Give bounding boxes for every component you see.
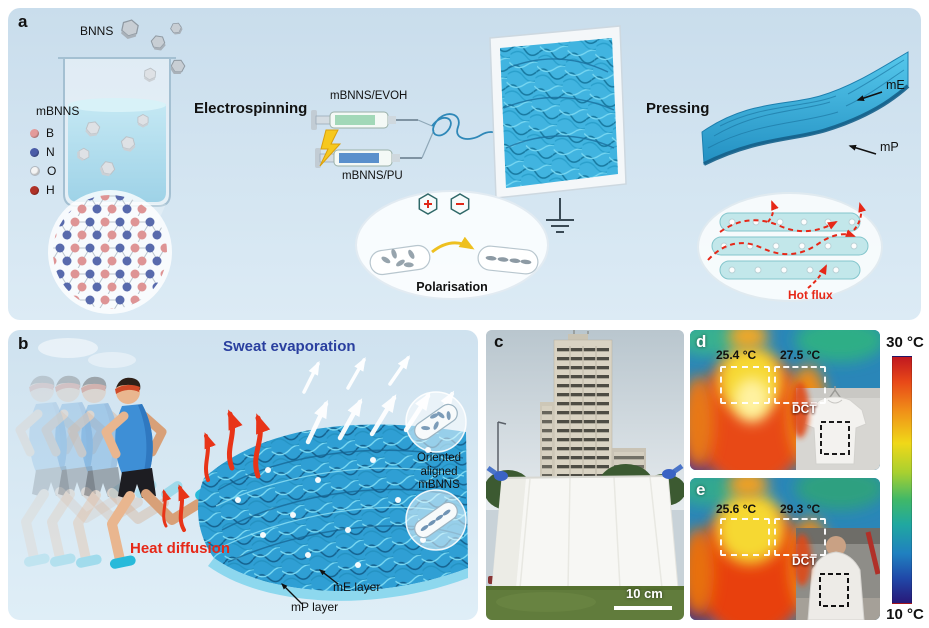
electrospinning-label: Electrospinning: [194, 100, 308, 117]
tshirt-photo-inset: [791, 382, 880, 470]
mp-label: mP: [880, 140, 899, 154]
panel-d-letter: d: [696, 332, 707, 351]
panel-b-graphic: [8, 338, 468, 605]
membrane-illustration: [701, 51, 910, 166]
panel-e-letter: e: [696, 480, 706, 499]
panel-b-letter: b: [18, 334, 29, 353]
panel-d-thermal-dct: d 25.4 °C 27.5 °C DCT: [690, 330, 880, 470]
dct-label: DCT: [792, 402, 817, 416]
syringes-illustration: [311, 110, 504, 168]
heat-arrows: [162, 409, 271, 532]
panel-a-graphic: [48, 17, 910, 314]
panel-c-letter: c: [494, 332, 504, 351]
beaker-illustration: [58, 17, 187, 207]
dct-label: DCT: [792, 554, 817, 568]
mp-layer-arrow: [281, 583, 303, 605]
cloud-shape: [38, 338, 98, 358]
boron-atom-icon: [30, 128, 39, 138]
legend-row-nitrogen: N: [30, 145, 56, 159]
me-layer-arrow: [318, 569, 339, 585]
panel-b-mechanism: b Sweat evaporation Heat diffusion Orien…: [8, 330, 478, 620]
scale-bar: [614, 606, 672, 610]
hanger: [827, 386, 843, 401]
person-tshirt: [807, 551, 865, 620]
legend-row-boron: B: [30, 126, 56, 140]
white-textile-sheet: [491, 475, 679, 589]
scale-label: 10 cm: [626, 586, 663, 601]
hydrogen-label: H: [46, 183, 55, 197]
colorbar-max-label: 30 °C: [886, 334, 924, 351]
lightning-icon: [319, 129, 342, 167]
cloud-shape: [88, 352, 136, 368]
bnns-lattice-inset: [48, 190, 172, 314]
nitrogen-atom-icon: [30, 147, 39, 157]
dct-region-photo: [820, 421, 850, 455]
thermal-roi-right: [774, 518, 826, 556]
collector-illustration: [489, 25, 627, 233]
oxygen-atom-icon: [30, 166, 40, 176]
temp-right-label: 29.3 °C: [780, 502, 821, 516]
indoor-photo-inset: [793, 528, 880, 620]
polarisation-inset: [355, 190, 549, 300]
pressing-label: Pressing: [646, 100, 710, 117]
temp-left-label: 25.4 °C: [716, 348, 757, 362]
polarisation-label: Polarisation: [416, 280, 488, 294]
hot-flux-label: Hot flux: [788, 288, 833, 302]
mp-layer-label: mP layer: [291, 600, 339, 614]
thermal-colorbar: [892, 356, 912, 604]
syringe-bottom-label: mBNNS/PU: [342, 170, 403, 182]
panel-e-graphic: [690, 478, 880, 620]
thermal-roi-left: [720, 518, 770, 556]
panel-c-graphic: [486, 330, 684, 620]
panel-e-thermal-dct: e 25.6 °C 29.3 °C DCT: [690, 478, 880, 620]
me-layer-label: mE layer: [333, 580, 381, 594]
legend-row-oxygen: O: [30, 164, 56, 178]
colorbar-min-label: 10 °C: [886, 606, 924, 623]
me-label: mE: [886, 78, 905, 92]
hydrogen-atom-icon: [30, 185, 39, 195]
ground-symbol: [546, 198, 574, 233]
panel-a-fabrication: a BNNS mBNNS B N O H Electrospinning mBN…: [8, 8, 921, 320]
dct-region-photo: [819, 573, 849, 607]
legend-row-hydrogen: H: [30, 183, 56, 197]
heat-diffusion-label: Heat diffusion: [130, 540, 230, 557]
gloved-hands: [486, 463, 684, 481]
boron-label: B: [46, 126, 55, 140]
mbnns-label: mBNNS: [36, 104, 80, 118]
capsule-inset-top: [405, 391, 467, 453]
oriented-aligned-label: Oriented aligned mBNNS: [416, 452, 462, 492]
oxygen-label: O: [47, 164, 57, 178]
treadmill-rail: [865, 531, 880, 575]
nitrogen-label: N: [46, 145, 55, 159]
person-head: [826, 536, 846, 556]
temp-right-label: 27.5 °C: [780, 348, 821, 362]
capsule-inset-bottom: [405, 489, 467, 551]
syringe-top-label: mBNNS/EVOH: [330, 90, 408, 102]
fiber-mat-illustration: [198, 424, 468, 601]
sweat-evaporation-label: Sweat evaporation: [223, 338, 356, 355]
bnns-label: BNNS: [80, 24, 114, 38]
temp-left-label: 25.6 °C: [716, 502, 757, 516]
panel-a-letter: a: [18, 12, 28, 31]
hot-flux-inset: [697, 192, 883, 302]
thermal-roi-left: [720, 366, 770, 404]
panel-c-outdoor-photo: c 10 cm: [486, 330, 684, 620]
atom-legend: B N O H: [30, 126, 56, 197]
thermal-roi-right: [774, 366, 826, 404]
